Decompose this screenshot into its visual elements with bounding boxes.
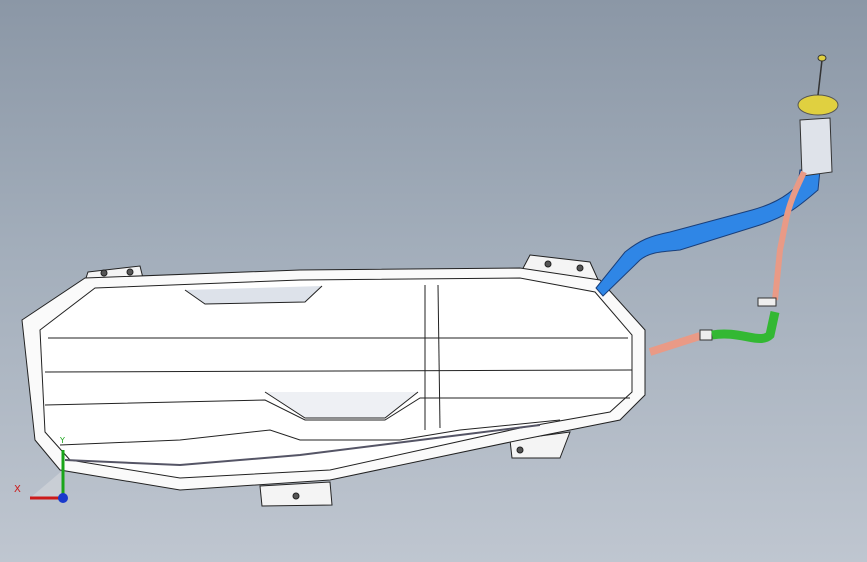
filler-cap-housing xyxy=(799,117,833,177)
axis-triad[interactable] xyxy=(30,450,68,503)
tank-recess-bottom xyxy=(264,391,419,419)
fuel-tank[interactable] xyxy=(21,254,646,507)
tank-rib xyxy=(59,419,561,446)
mount-hole xyxy=(544,260,552,268)
connector-hose-body xyxy=(711,311,780,343)
hose-clamp xyxy=(757,297,777,307)
tank-rib xyxy=(64,424,541,467)
tank-recess xyxy=(184,285,323,305)
mount-hole xyxy=(576,264,584,272)
vent-hose-upper xyxy=(772,170,807,301)
filler-cap-tether xyxy=(817,59,823,96)
mount-hole xyxy=(100,269,108,277)
filler-neck[interactable] xyxy=(595,54,839,297)
filler-cap-ring xyxy=(797,94,839,116)
tank-seam xyxy=(437,284,441,429)
tether-tag xyxy=(817,54,827,62)
vent-hose-lower xyxy=(648,332,702,356)
tank-rib xyxy=(44,369,633,373)
vent-hose[interactable] xyxy=(648,170,807,356)
mount-hole xyxy=(292,492,300,500)
tank-rib xyxy=(44,397,630,421)
mount-hole xyxy=(126,268,134,276)
hose-clamp xyxy=(699,329,713,341)
z-axis xyxy=(58,493,68,503)
triad-plane xyxy=(30,470,63,498)
y-axis-label: Y xyxy=(60,436,65,445)
connector-hose[interactable] xyxy=(711,311,780,343)
mount-hole xyxy=(516,446,524,454)
x-axis-label: X xyxy=(14,484,21,495)
